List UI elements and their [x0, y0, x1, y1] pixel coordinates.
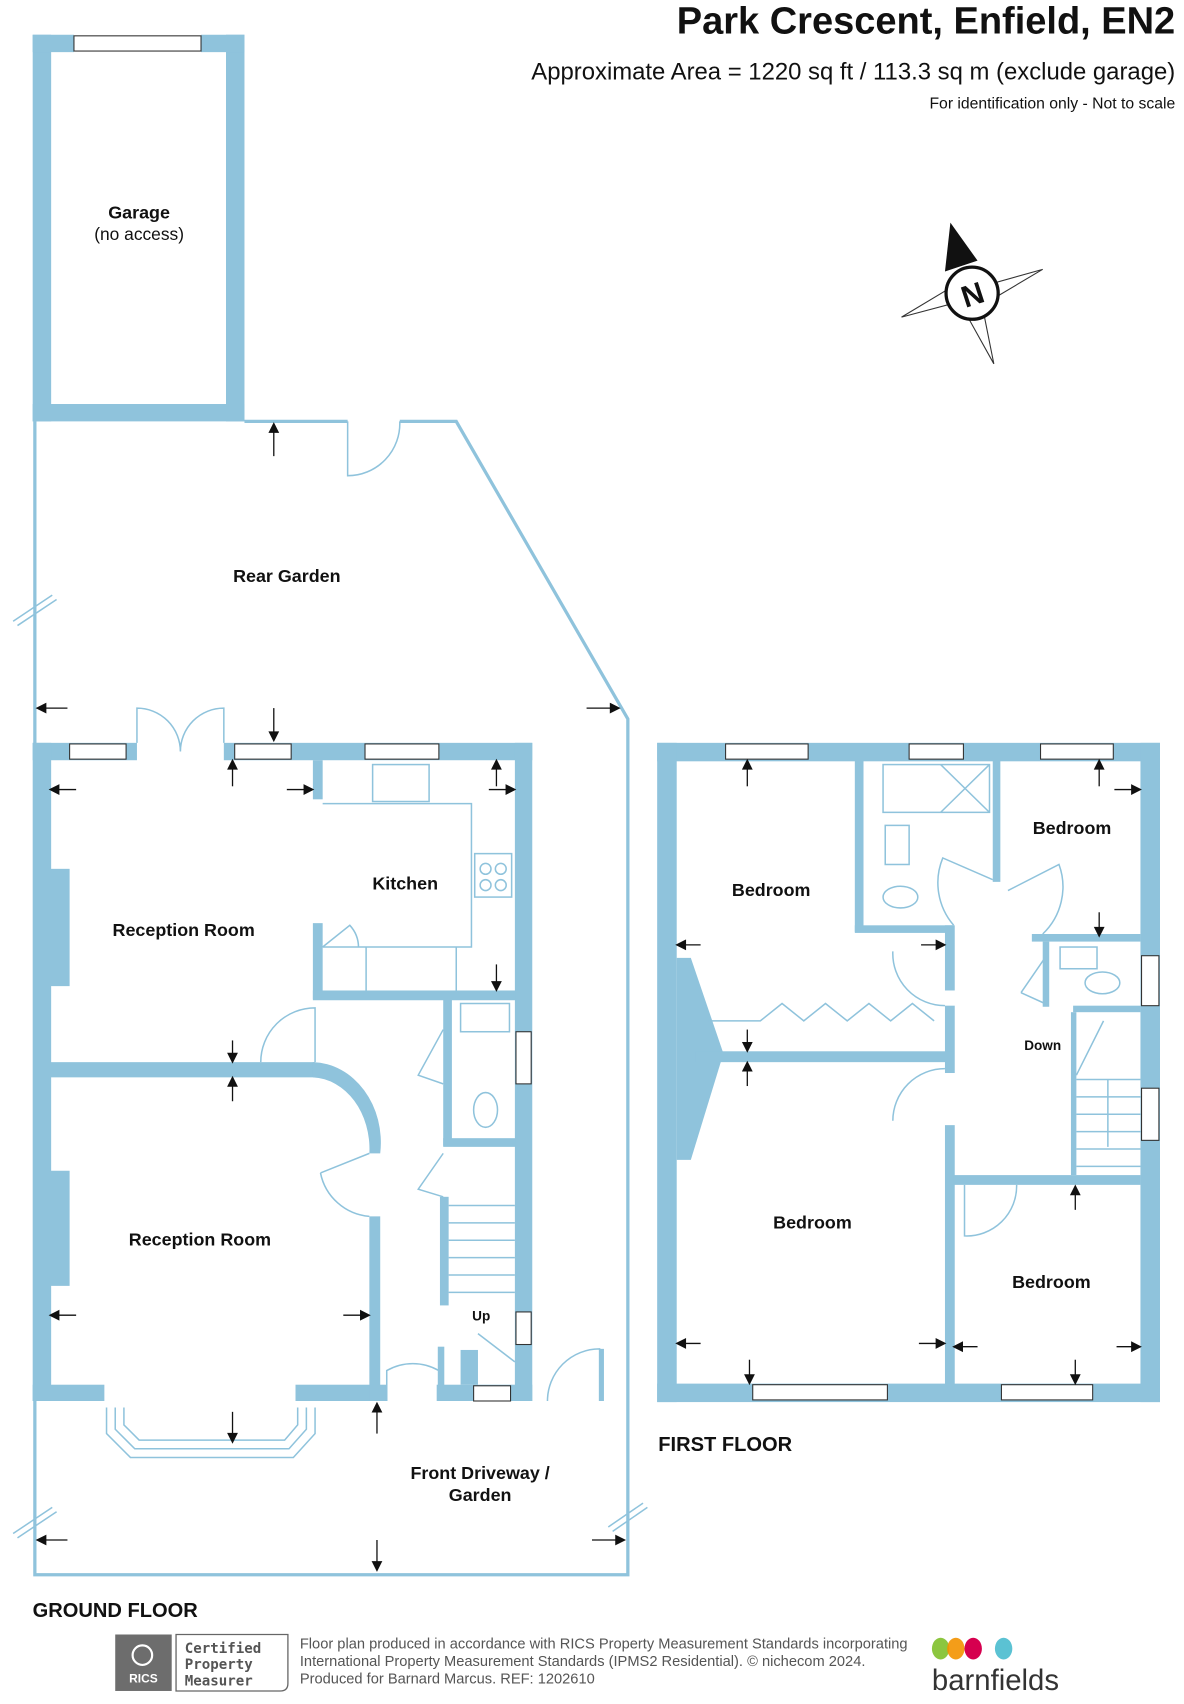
footer-text-3: Produced for Barnard Marcus. REF: 120261…	[300, 1671, 595, 1687]
first-floor-plan: Bedroom Bedroom Bedroom Bedroom Down FIR…	[657, 742, 1160, 1456]
room-label-front-garden: Garden	[449, 1485, 512, 1505]
property-title: Park Crescent, Enfield, EN2	[677, 1, 1175, 43]
footer-text-2: International Property Measurement Stand…	[300, 1654, 866, 1670]
approximate-area: Approximate Area = 1220 sq ft / 113.3 sq…	[531, 58, 1175, 85]
room-label-front-driveway: Front Driveway /	[410, 1463, 549, 1483]
room-label-bedroom-4: Bedroom	[1012, 1272, 1091, 1292]
footer-text-1: Floor plan produced in accordance with R…	[300, 1637, 908, 1653]
rics-badge: RICS Certified Property Measurer	[115, 1633, 289, 1692]
stairs-down-label: Down	[1024, 1038, 1061, 1053]
compass-icon: N	[901, 222, 1043, 365]
garage-note: (no access)	[94, 224, 184, 244]
ground-floor-label: GROUND FLOOR	[33, 1600, 199, 1622]
room-label-bedroom-3: Bedroom	[773, 1212, 852, 1232]
scale-note: For identification only - Not to scale	[929, 96, 1175, 113]
room-label-reception-1: Reception Room	[113, 920, 255, 940]
barnfields-logo: barnfields	[931, 1637, 1059, 1697]
room-label-garage: Garage	[108, 202, 170, 222]
room-label-reception-2: Reception Room	[129, 1230, 271, 1250]
room-label-bedroom-2: Bedroom	[1033, 818, 1112, 838]
rics-badge-text: RICS	[129, 1671, 158, 1685]
cert-line-1: Certified	[185, 1641, 261, 1657]
room-label-kitchen: Kitchen	[372, 873, 438, 893]
cert-line-2: Property	[185, 1657, 253, 1673]
brand-name: barnfields	[932, 1664, 1059, 1697]
cert-line-3: Measurer	[185, 1674, 253, 1690]
room-label-rear-garden: Rear Garden	[233, 566, 340, 586]
room-label-bedroom-1: Bedroom	[732, 880, 811, 900]
first-floor-label: FIRST FLOOR	[658, 1434, 792, 1456]
ground-floor-plan: Garage (no access) Rear Garden Kitchen R…	[12, 34, 648, 1622]
stairs-up-label: Up	[472, 1309, 490, 1324]
